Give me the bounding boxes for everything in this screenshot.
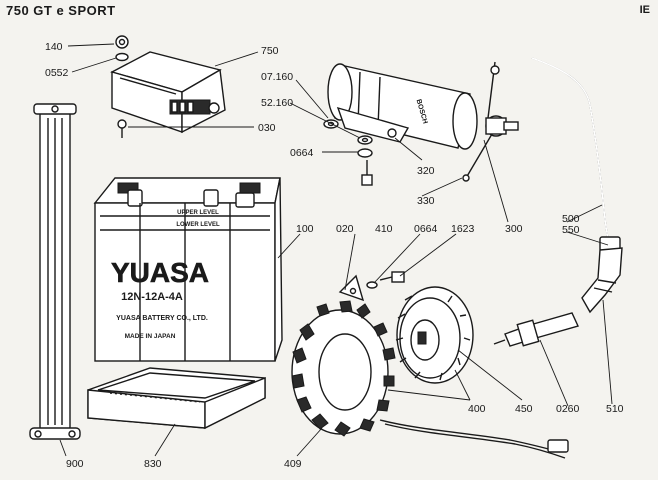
leader-lines bbox=[59, 43, 613, 457]
spark-plug-cap bbox=[581, 247, 623, 314]
mount-plate-410 bbox=[338, 274, 365, 302]
washer-0552 bbox=[115, 52, 129, 62]
battery: UPPER LEVEL LOWER LEVEL YUASA 12N-12A-4A… bbox=[93, 177, 283, 362]
washer-0664 bbox=[357, 148, 373, 158]
part-label-1623: 1623 bbox=[451, 223, 475, 235]
part-label-07160: 07.160 bbox=[261, 71, 293, 83]
battery-model: 12N-12A-4A bbox=[121, 291, 183, 303]
part-label-100: 100 bbox=[296, 223, 314, 235]
part-label-500: 500 bbox=[562, 213, 580, 225]
part-label-450: 450 bbox=[515, 403, 533, 415]
part-label-300: 300 bbox=[505, 223, 523, 235]
part-label-550: 550 bbox=[562, 224, 580, 236]
part-label-0260: 0260 bbox=[556, 403, 580, 415]
stator bbox=[291, 300, 396, 437]
battery-tray bbox=[87, 367, 266, 430]
battery-upper-level: UPPER LEVEL bbox=[177, 210, 219, 216]
nut-140 bbox=[115, 35, 129, 49]
washer-52160 bbox=[357, 135, 373, 145]
battery-brand: YUASA bbox=[111, 257, 209, 288]
bolt-020 bbox=[361, 160, 373, 186]
part-label-320: 320 bbox=[417, 165, 435, 177]
part-label-410: 410 bbox=[375, 223, 393, 235]
screw-030 bbox=[117, 119, 127, 138]
ignition-coil: BOSCH bbox=[327, 61, 519, 182]
section-code: IE bbox=[639, 4, 650, 16]
part-label-030: 030 bbox=[258, 122, 276, 134]
part-label-409: 409 bbox=[284, 458, 302, 470]
battery-strap bbox=[29, 103, 81, 440]
voltage-regulator bbox=[110, 51, 226, 134]
part-label-330: 330 bbox=[417, 195, 435, 207]
part-label-020: 020 bbox=[336, 223, 354, 235]
part-label-750: 750 bbox=[261, 45, 279, 57]
washer-0664-small bbox=[366, 281, 378, 289]
part-label-510: 510 bbox=[606, 403, 624, 415]
rotor bbox=[395, 286, 474, 384]
part-label-52160: 52.160 bbox=[261, 97, 293, 109]
part-label-900: 900 bbox=[66, 458, 84, 470]
part-labels: 140 0552 750 07.160 52.160 030 0664 320 … bbox=[45, 41, 624, 470]
part-label-0552: 0552 bbox=[45, 67, 69, 79]
part-label-0664-fastener: 0664 bbox=[414, 223, 438, 235]
page-title: 750 GT e SPORT bbox=[6, 3, 116, 18]
bolt-1623 bbox=[379, 271, 405, 283]
battery-maker: YUASA BATTERY CO., LTD. bbox=[116, 315, 208, 322]
stator-wires bbox=[379, 419, 569, 459]
part-label-400: 400 bbox=[468, 403, 486, 415]
part-label-0664-coil: 0664 bbox=[290, 147, 314, 159]
battery-made-in: MADE IN JAPAN bbox=[125, 333, 176, 340]
part-label-830: 830 bbox=[144, 458, 162, 470]
spark-plug bbox=[493, 312, 579, 347]
battery-lower-level: LOWER LEVEL bbox=[176, 222, 220, 228]
ht-lead bbox=[531, 57, 621, 252]
part-label-140: 140 bbox=[45, 41, 63, 53]
